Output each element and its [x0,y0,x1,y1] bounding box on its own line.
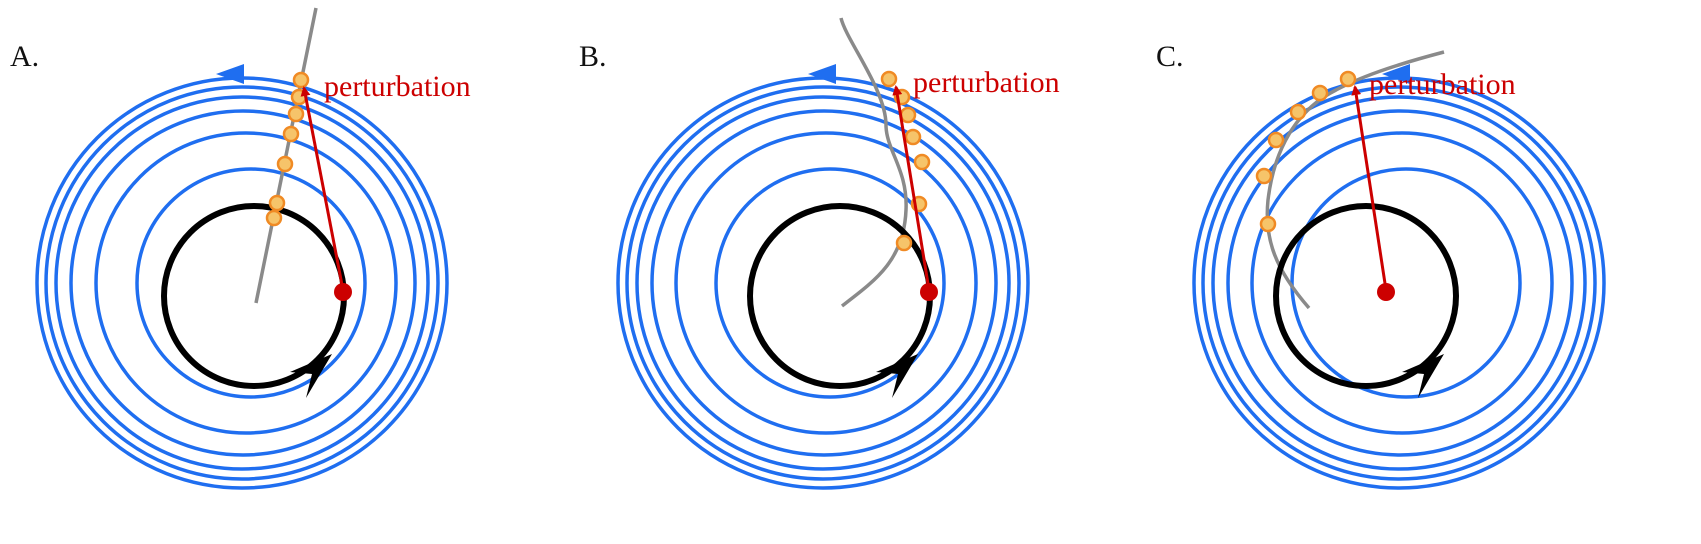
phase-marker [1255,167,1273,185]
spiral-ring [650,109,998,457]
spiral-direction-arrowhead-icon [216,64,244,84]
limit-cycle [747,203,933,398]
isochron-line [1265,50,1445,310]
spiral-ring [1290,167,1522,399]
panel-c: C. perturbation [1156,40,1606,490]
spiral-trajectory [616,76,1030,490]
phase-marker [1311,84,1329,102]
phase-marker [895,234,913,252]
spiral-ring [1250,131,1554,435]
spiral-direction-arrowhead-icon [1382,64,1410,84]
spiral-ring [94,131,398,435]
panel-label: A. [10,40,39,73]
perturbation-origin-dot [920,283,938,301]
phase-marker [899,106,917,124]
phase-markers [265,71,310,227]
phase-marker [1339,70,1357,88]
perturbation-label: perturbation [913,66,1060,99]
phase-marker [904,128,922,146]
spiral-trajectory [35,76,449,490]
limit-cycle-arrowhead-icon [290,354,332,398]
limit-cycle-circle [1273,203,1459,389]
panel-b: B. perturbation [579,17,1060,490]
phase-marker [265,209,283,227]
spiral-ring [44,85,440,481]
limit-cycle-arrowhead-icon [1402,354,1444,398]
spiral-ring [1226,109,1574,457]
perturbation-arrow [892,85,931,291]
spiral-ring [35,76,449,490]
phase-marker [1259,215,1277,233]
spiral-ring [714,167,946,399]
limit-cycle [1273,203,1459,398]
phase-marker [276,155,294,173]
limit-cycle-circle [747,203,933,389]
panel-label: B. [579,40,607,73]
spiral-ring [616,76,1030,490]
perturbation-label: perturbation [1369,68,1516,101]
spiral-ring [635,95,1011,471]
phase-marker [1289,103,1307,121]
phase-markers [880,70,931,252]
spiral-ring [674,131,978,435]
perturbation-origin-dot [1377,283,1395,301]
phase-marker [287,105,305,123]
spiral-ring [54,95,430,471]
isochron-line [839,17,908,308]
limit-cycle-arrowhead-icon [876,354,918,398]
spiral-ring [135,167,367,399]
spiral-ring [625,85,1021,481]
phase-marker [292,71,310,89]
spiral-ring [1201,85,1597,481]
phase-marker [1267,131,1285,149]
perturbation-arrow [1351,85,1388,291]
perturbation-origin-dot [334,283,352,301]
phase-markers [1255,70,1357,233]
perturbation-arrow [300,86,345,291]
limit-cycle-circle [161,203,347,389]
panel-a: A. perturbation [10,7,471,490]
spiral-trajectory [1192,76,1606,490]
phase-marker [268,194,286,212]
spiral-ring [1192,76,1606,490]
perturbation-label: perturbation [324,70,471,103]
phase-marker [880,70,898,88]
limit-cycle [161,203,347,398]
spiral-ring [69,109,417,457]
panel-label: C. [1156,40,1184,73]
isochron-line [254,7,318,304]
spiral-ring [1211,95,1587,471]
phase-marker [282,125,300,143]
phase-marker [913,153,931,171]
spiral-direction-arrowhead-icon [808,64,836,84]
